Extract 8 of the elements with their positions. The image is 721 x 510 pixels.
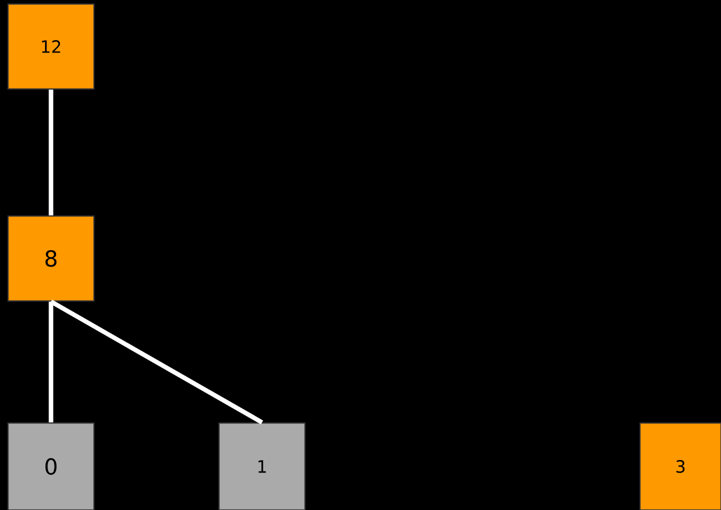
connector-line — [50, 300, 264, 424]
connector-line — [48, 302, 54, 422]
number-box: 8 — [7, 215, 95, 302]
number-box: 1 — [218, 422, 306, 510]
number-box: 3 — [639, 422, 721, 510]
connector-line — [48, 90, 54, 216]
number-box: 0 — [7, 422, 95, 510]
number-box: 12 — [7, 3, 95, 90]
